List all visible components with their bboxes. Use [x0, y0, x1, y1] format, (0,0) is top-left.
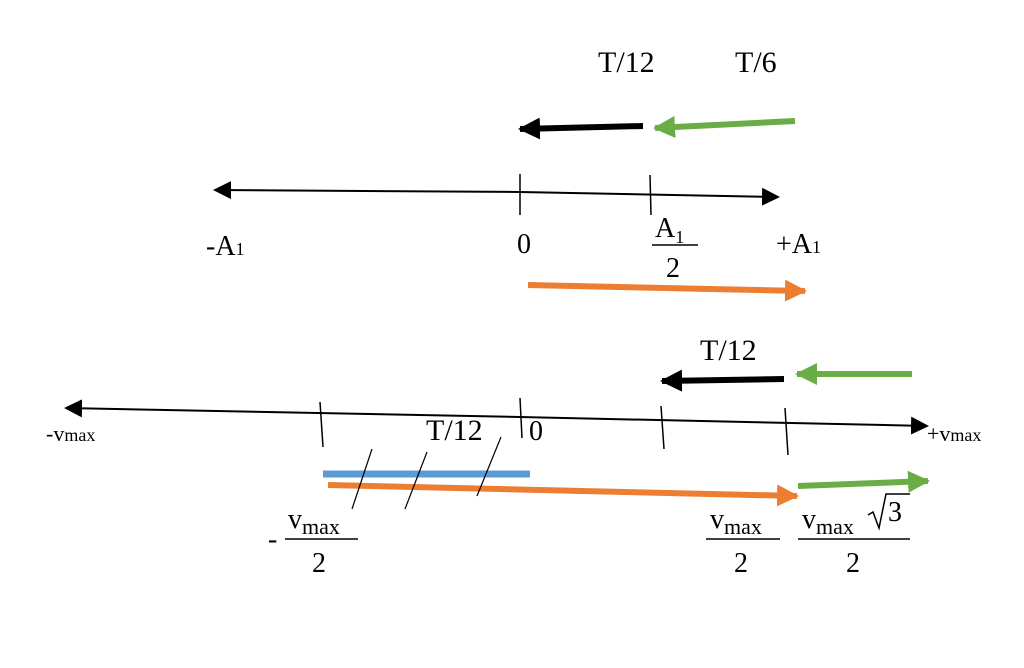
label-zero-top: 0 [517, 229, 531, 260]
hatch-line-2 [404, 451, 428, 510]
label-zero-bottom: 0 [529, 416, 543, 447]
label-pos-vmax: +vmax [927, 421, 981, 446]
time-label-t6-top: T/6 [735, 46, 777, 79]
hatch-line-1 [351, 448, 373, 510]
label-neg-vmax: -vmax [46, 421, 95, 446]
label-half-amp-denominator: 2 [666, 253, 680, 284]
tick-half-amplitude [649, 174, 652, 216]
hatch-line-3 [476, 436, 502, 497]
time-label-t12-hatched: T/12 [426, 414, 483, 447]
black-arrow-bottom [660, 369, 785, 392]
label-neg-half-denominator: 2 [312, 548, 326, 579]
label-pos-half-numerator: vmax [710, 504, 762, 539]
label-sqrt3-radicand: 3 [888, 497, 902, 528]
orange-arrow-bottom [327, 482, 799, 507]
bottom-axis-line-left [64, 399, 521, 418]
label-neg-half-numerator: vmax [288, 504, 340, 539]
top-axis-line-right [519, 187, 780, 206]
orange-arrow-top [527, 279, 807, 302]
tick-sqrt3-vmax [784, 407, 789, 456]
tick-pos-half-vmax [660, 405, 665, 450]
tick-neg-half-vmax [319, 401, 324, 448]
top-axis-line-left [213, 181, 521, 200]
bottom-axis-line-right [519, 416, 929, 435]
bottom-axis-group: -vmax 0 +vmax T/12 T/12 - vmax 2 vmax 2 … [46, 334, 981, 579]
time-label-t12-top: T/12 [598, 46, 655, 79]
green-arrow-bottom-right [797, 470, 930, 493]
green-arrow-top [653, 116, 796, 138]
label-sqrt3-numerator: vmax [802, 504, 854, 539]
label-half-amp-numerator: A1 [655, 213, 684, 247]
top-axis-group: -A1 0 A1 2 +A1 T/12 T/6 [206, 46, 821, 302]
label-pos-amplitude: +A1 [776, 229, 821, 260]
label-pos-half-denominator: 2 [734, 548, 748, 579]
black-arrow-top [518, 117, 644, 140]
sqrt-radical-sign [867, 493, 910, 531]
time-label-t12-bottom: T/12 [700, 334, 757, 367]
label-sqrt3-denominator: 2 [846, 548, 860, 579]
label-neg-amplitude: -A1 [206, 231, 245, 262]
label-neg-half-sign: - [268, 524, 277, 555]
tick-zero-bottom [519, 397, 523, 439]
